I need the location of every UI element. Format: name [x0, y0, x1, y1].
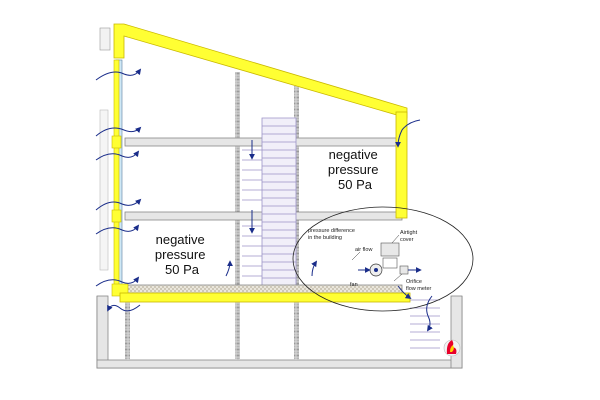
pressure-label-lower: negative pressure 50 Pa — [155, 232, 209, 277]
facade-exterior — [99, 109, 109, 271]
basement-wall-left — [96, 295, 109, 369]
ground-floor-slab — [121, 284, 403, 294]
basement-floor — [96, 359, 463, 369]
pressure-label-upper: negative pressure 50 Pa — [328, 147, 382, 192]
basement-column — [125, 300, 130, 360]
airtight-cover — [380, 242, 400, 257]
basement-outline — [96, 296, 463, 369]
callout-pressure-diff-label: pressure difference in the building — [308, 228, 357, 241]
roof-parapet — [99, 27, 111, 51]
energy-logo-icon — [443, 339, 461, 357]
callout-meter-label: Orifice flow meter — [406, 279, 432, 292]
callout-fan-label: fan — [350, 282, 358, 288]
basement-wall-right — [450, 295, 463, 369]
interior-column-2 — [294, 86, 299, 360]
detail-callout-ellipse — [292, 206, 474, 312]
blower-door-detail — [351, 234, 422, 282]
airflow-arrows — [95, 68, 433, 332]
callout-airflow-label: air flow — [355, 247, 372, 253]
orifice-flow-meter — [399, 265, 409, 275]
staircase — [242, 117, 440, 349]
callout-cover-label: Airtight cover — [400, 230, 419, 243]
